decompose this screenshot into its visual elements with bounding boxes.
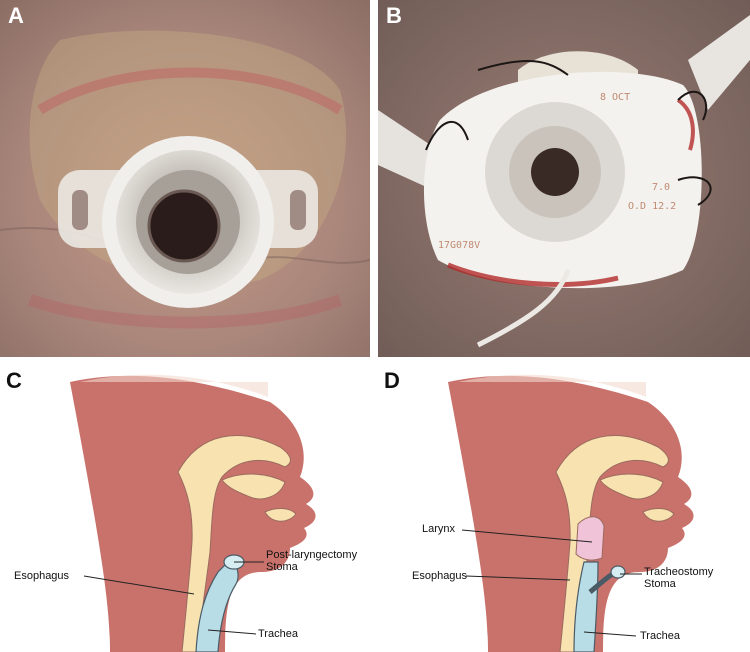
post-laryngectomy-anatomy-diagram <box>70 374 316 652</box>
tracheostomy-anatomy-diagram <box>448 374 694 652</box>
label-larynx: Larynx <box>422 523 456 535</box>
flange-lot-text: 17G078V <box>438 240 481 251</box>
flange-size-text: 7.0 <box>652 182 671 193</box>
panel-d-diagram: Larynx Esophagus Tracheostomy Stoma Trac… <box>378 362 750 652</box>
laryngectomy-stoma-button-photo <box>0 0 370 357</box>
label-esophagus-c: Esophagus <box>14 570 70 582</box>
panel-letter-d: D <box>384 368 400 393</box>
panel-letter-b: B <box>386 3 402 28</box>
tracheostomy-tube-photo <box>378 0 750 357</box>
label-esophagus-d: Esophagus <box>412 570 468 582</box>
panel-letter-c: C <box>6 368 22 393</box>
panel-b-photo: 8 OCT 7.0 O.D 12.2 17G078V B <box>378 0 750 357</box>
label-trachea-d: Trachea <box>640 630 680 642</box>
flange-od-text: O.D 12.2 <box>628 201 677 212</box>
label-tracheostomy-stoma: Tracheostomy Stoma <box>644 566 714 590</box>
panel-letter-a: A <box>8 3 24 28</box>
flange-date-text: 8 OCT <box>600 92 631 103</box>
panel-a-photo: A <box>0 0 370 357</box>
label-trachea-c: Trachea <box>258 628 298 640</box>
panel-c-diagram: Esophagus Post-laryngectomy Stoma Trache… <box>0 362 372 652</box>
label-post-laryngectomy-stoma: Post-laryngectomy Stoma <box>266 549 358 573</box>
